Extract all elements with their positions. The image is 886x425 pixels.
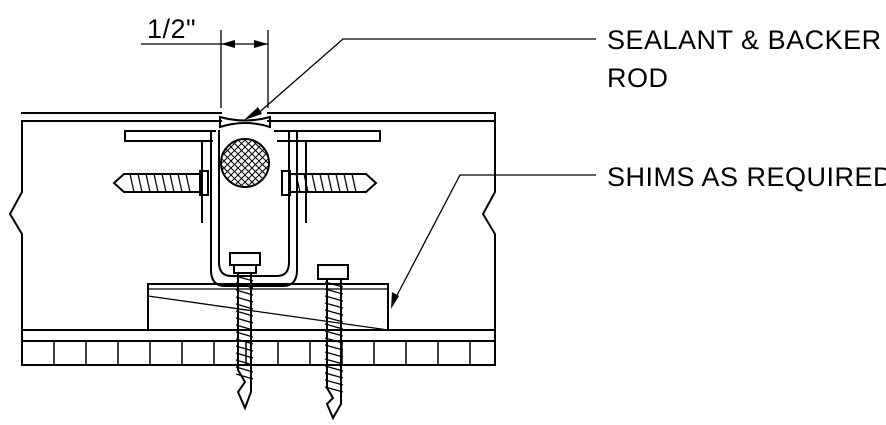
top-surface <box>21 112 496 122</box>
shim-block <box>147 283 389 331</box>
anchor-screw-left <box>229 252 261 411</box>
sealant-bead <box>219 115 271 129</box>
dimension-arrow-left <box>221 40 235 48</box>
angle-clips <box>124 130 381 142</box>
anchor-screw-right <box>317 264 349 421</box>
callout-sealant-line2: ROD <box>607 63 669 93</box>
dimension-arrow-right <box>254 40 268 48</box>
substrate-strip <box>21 329 496 366</box>
horizontal-screw-left <box>112 170 209 196</box>
leader-sealant <box>244 38 596 120</box>
dimension-half-inch: 1/2" <box>141 14 269 108</box>
dimension-text: 1/2" <box>147 14 196 44</box>
leader-shims <box>391 174 596 309</box>
backer-rod <box>220 138 270 188</box>
callout-sealant-line1: SEALANT & BACKER <box>607 25 882 55</box>
callout-shims: SHIMS AS REQUIRED <box>607 162 886 192</box>
horizontal-screw-right <box>281 170 378 196</box>
u-channel <box>201 130 307 287</box>
structure-outline <box>8 120 496 331</box>
